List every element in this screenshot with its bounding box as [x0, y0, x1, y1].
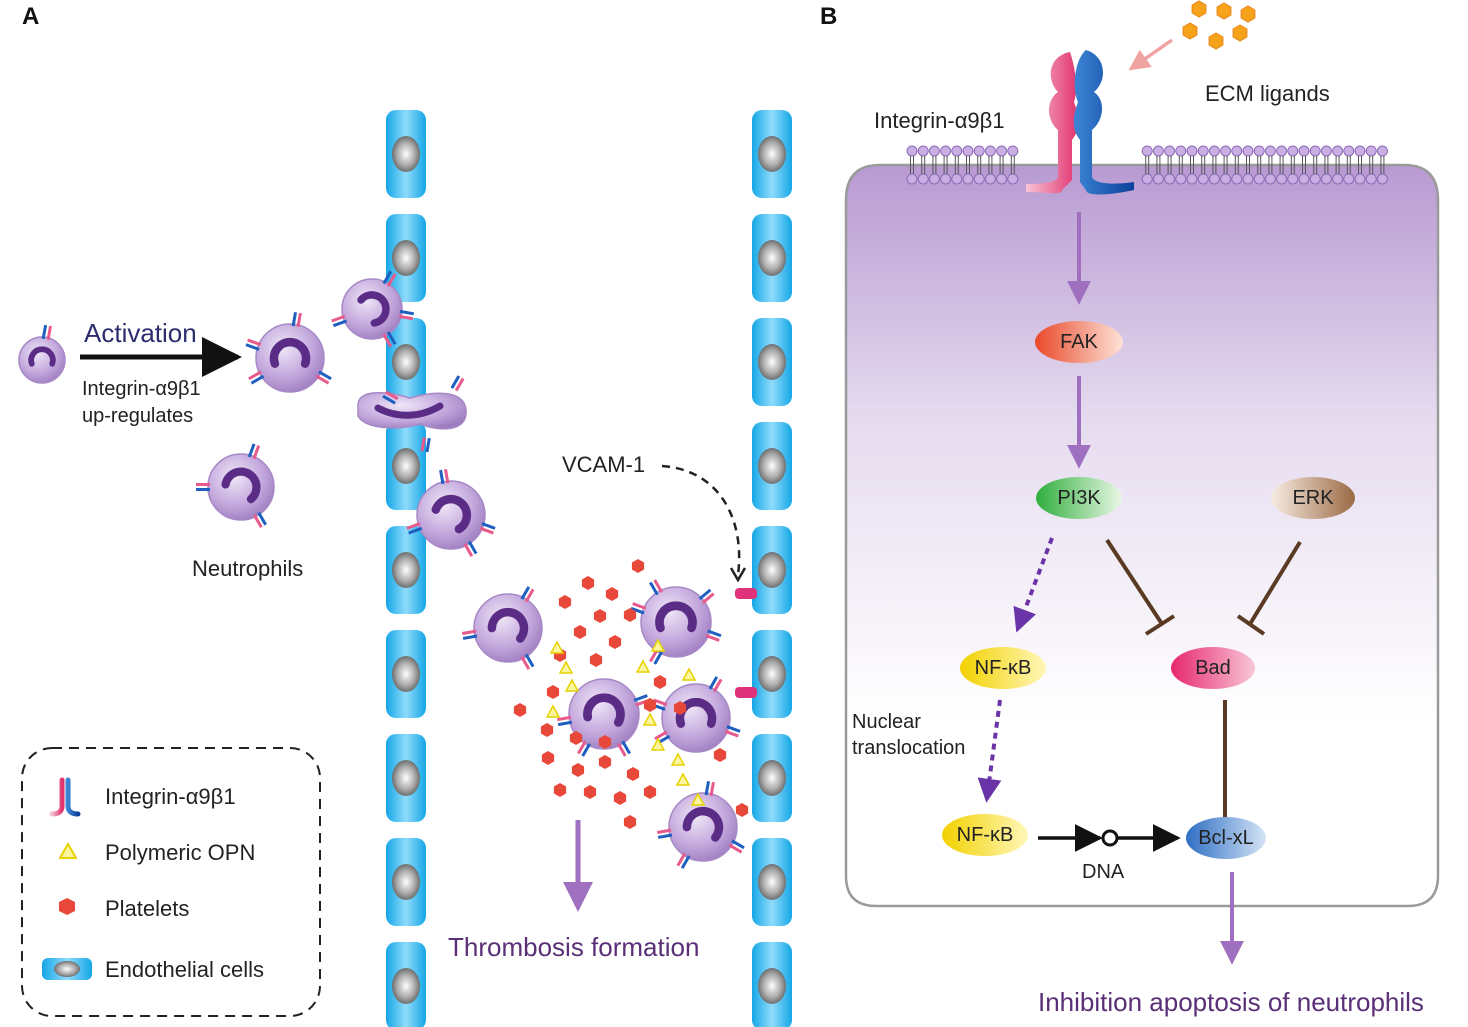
- bclxl-node: Bcl-xL: [1186, 817, 1266, 859]
- neutrophil-migrating: [357, 375, 467, 453]
- endothelial-cell: [386, 110, 426, 198]
- arrow-nuclear-translocation: [977, 699, 1002, 803]
- integrin-upregulates-line2: up-regulates: [82, 405, 193, 427]
- dna-node: [1101, 829, 1119, 847]
- activation-label: Activation: [84, 318, 197, 348]
- neutrophil: [331, 270, 415, 348]
- neutrophil: [462, 586, 543, 670]
- endothelial-cell: [752, 942, 792, 1027]
- endothelial-cell: [752, 734, 792, 822]
- vcam-marker-1: [735, 588, 757, 599]
- arrow-pi3k-nfkb: [1013, 537, 1054, 633]
- cell-body: [844, 163, 1440, 908]
- neutrophil: [245, 312, 332, 393]
- neutrophil: [196, 443, 275, 528]
- nuclear-label-line2: translocation: [852, 737, 965, 759]
- nfkb-nuclear-node: NF-κB: [942, 814, 1028, 856]
- vcam-arrowhead: [729, 567, 747, 583]
- vcam-dashed-arrow: [661, 464, 741, 576]
- vcam-label: VCAM-1: [562, 452, 645, 477]
- neutrophil: [657, 781, 745, 869]
- endothelial-cell: [386, 214, 426, 302]
- neutrophil: [406, 469, 496, 557]
- neutrophil: [18, 324, 66, 384]
- neutrophil-cells: [18, 270, 745, 869]
- vcam-marker-2: [735, 687, 757, 698]
- ecm-binding-arrow: [1128, 38, 1174, 71]
- ecm-ligands-label: ECM ligands: [1205, 81, 1330, 106]
- nfkb-cytoplasm-node: NF-κB: [960, 647, 1046, 689]
- svg-text:PI3K: PI3K: [1057, 487, 1101, 509]
- integrin-icon: [49, 777, 81, 817]
- endothelial-cell: [386, 526, 426, 614]
- legend-label-opn: Polymeric OPN: [105, 840, 255, 865]
- neutrophil: [557, 678, 650, 757]
- lipid-bilayer-membrane: [906, 145, 1388, 185]
- svg-text:NF-κB: NF-κB: [975, 657, 1032, 679]
- integrin-receptor-label: Integrin-α9β1: [874, 108, 1005, 133]
- result-label: Inhibition apoptosis of neutrophils: [1038, 987, 1424, 1017]
- neutrophil: [630, 579, 722, 665]
- endothelial-cell: [752, 838, 792, 926]
- endothelial-cell: [752, 526, 792, 614]
- integrin-upregulates-line1: Integrin-α9β1: [82, 378, 201, 400]
- neutrophil: [651, 676, 741, 753]
- legend-label-integrin: Integrin-α9β1: [105, 784, 236, 809]
- endothelial-cell: [386, 630, 426, 718]
- platelet-cluster: [513, 559, 749, 829]
- inhibit-pi3k-bad: [1105, 538, 1176, 636]
- svg-text:NF-κB: NF-κB: [957, 824, 1014, 846]
- svg-text:FAK: FAK: [1060, 331, 1098, 353]
- endothelial-cell: [752, 318, 792, 406]
- legend-label-platelets: Platelets: [105, 896, 189, 921]
- svg-text:ERK: ERK: [1292, 487, 1334, 509]
- pi3k-node: PI3K: [1036, 477, 1122, 519]
- dna-label: DNA: [1082, 861, 1125, 883]
- ecm-ligand-cluster: [1182, 0, 1256, 50]
- nuclear-label-line1: Nuclear: [852, 711, 921, 733]
- platelet-hexagon-icon: [59, 898, 75, 915]
- endothelial-cell: [752, 214, 792, 302]
- bad-node: Bad: [1171, 647, 1255, 689]
- endothelial-cell-icon: [42, 958, 92, 980]
- neutrophils-label: Neutrophils: [192, 556, 303, 581]
- legend-label-endothelial: Endothelial cells: [105, 957, 264, 982]
- endothelial-cell: [386, 422, 426, 510]
- erk-node: ERK: [1271, 477, 1355, 519]
- fak-node: FAK: [1035, 321, 1123, 363]
- thrombosis-label: Thrombosis formation: [448, 932, 699, 962]
- integrin-receptor: [1026, 50, 1134, 195]
- endothelial-cell: [386, 734, 426, 822]
- inhibit-erk-bad: [1236, 540, 1302, 636]
- panel-letter-b: B: [820, 3, 837, 30]
- blood-vessel-walls: [386, 110, 792, 1027]
- endothelial-cell: [386, 942, 426, 1027]
- svg-text:Bcl-xL: Bcl-xL: [1198, 827, 1254, 849]
- endothelial-cell: [752, 630, 792, 718]
- panel-letter-a: A: [22, 3, 39, 30]
- endothelial-cell: [752, 422, 792, 510]
- opn-triangle-icon: [58, 841, 78, 859]
- svg-text:Bad: Bad: [1195, 657, 1231, 679]
- endothelial-cell: [386, 318, 426, 406]
- legend-box: [21, 747, 321, 1017]
- endothelial-cell: [752, 110, 792, 198]
- endothelial-cell: [386, 838, 426, 926]
